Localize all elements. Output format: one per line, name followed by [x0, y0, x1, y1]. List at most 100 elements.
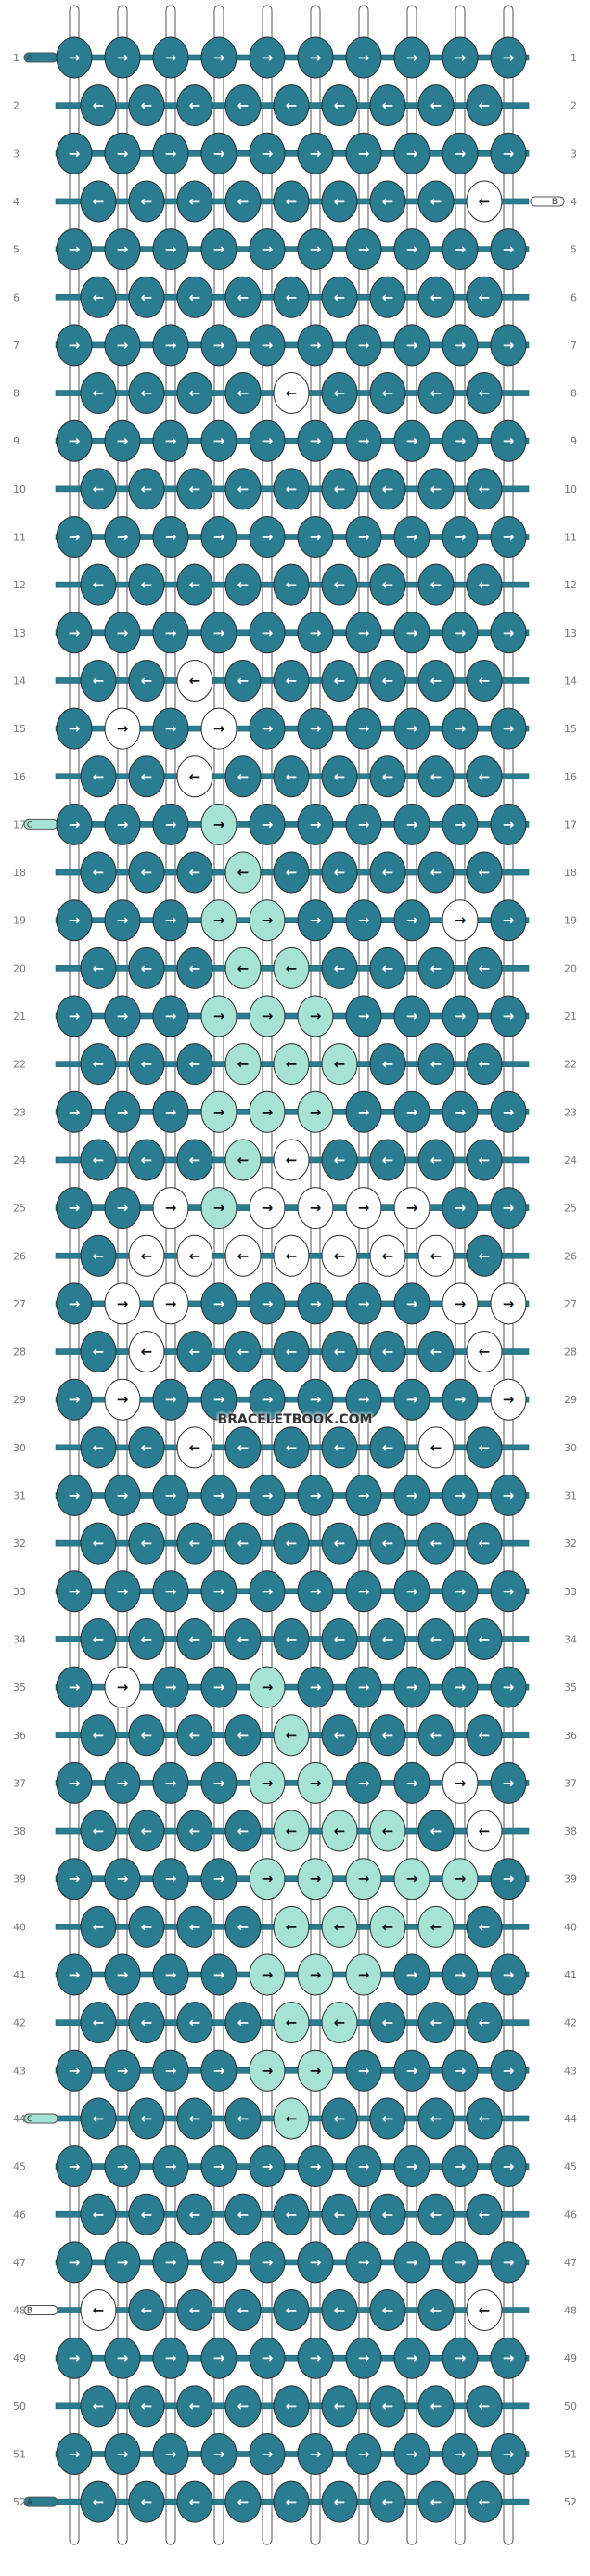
knot-shape: [176, 2002, 213, 2044]
row-number-right: 15: [564, 723, 577, 735]
arrow-left-icon: ←: [189, 2206, 201, 2222]
arrow-left-icon: ←: [189, 1918, 201, 1935]
knot-shape: [345, 995, 382, 1037]
knot-shape: [104, 1761, 141, 1804]
knot: ←: [176, 2193, 213, 2235]
arrow-left-icon: ←: [286, 576, 298, 593]
knot: →: [490, 2337, 527, 2379]
arrow-left-icon: ←: [479, 1823, 491, 1839]
arrow-right-icon: →: [69, 1295, 81, 1312]
knot: ←: [176, 372, 213, 415]
arrow-right-icon: →: [406, 816, 418, 832]
arrow-left-icon: ←: [237, 2398, 250, 2415]
row-connector: [55, 725, 530, 732]
knot: →: [442, 803, 479, 845]
arrow-right-icon: →: [213, 1871, 225, 1887]
knot: →: [200, 2049, 237, 2092]
knot: ←: [417, 372, 455, 415]
knot-shape: [80, 1617, 117, 1660]
arrow-left-icon: ←: [286, 1056, 298, 1073]
knot: ←: [466, 2385, 503, 2428]
knot-shape: [297, 2337, 334, 2379]
knot-shape: [393, 1090, 430, 1133]
arrow-right-icon: →: [358, 1200, 370, 1217]
strand-letter: C: [27, 820, 32, 830]
knot-shape: [345, 899, 382, 942]
strand-letter: A: [27, 2498, 33, 2507]
row-number-left: 46: [13, 2209, 26, 2221]
knot-shape: [393, 803, 430, 845]
knot: →: [152, 324, 189, 367]
knot-shape: [490, 132, 527, 174]
knot-shape: [200, 2337, 237, 2379]
knot: ←: [417, 851, 455, 894]
knot: →: [249, 1378, 286, 1421]
knot-shape: [417, 1234, 455, 1277]
knot-shape: [56, 707, 93, 750]
arrow-right-icon: →: [117, 337, 129, 354]
knot: →: [297, 132, 334, 174]
knot-shape: [249, 324, 286, 367]
arrow-right-icon: →: [455, 49, 467, 66]
arrow-left-icon: ←: [479, 2398, 491, 2415]
knot: →: [490, 132, 527, 174]
knot-shape: [224, 2480, 262, 2523]
arrow-left-icon: ←: [479, 1727, 491, 1744]
knot-shape: [417, 851, 455, 894]
arrow-right-icon: →: [503, 49, 515, 66]
knot: ←: [369, 468, 406, 510]
knot: ←: [321, 1522, 358, 1565]
knot-shape: [224, 84, 262, 127]
row-number-right: 5: [571, 244, 577, 256]
knot: ←: [273, 1810, 310, 1852]
knot-shape: [104, 1858, 141, 1900]
knot: →: [490, 1570, 527, 1613]
arrow-right-icon: →: [310, 720, 322, 737]
row-number-left: 24: [13, 1154, 26, 1166]
knot: →: [442, 899, 479, 942]
knot: ←: [417, 1810, 455, 1852]
knot-shape: [249, 2145, 286, 2188]
arrow-right-icon: →: [262, 1008, 274, 1024]
knot-shape: [249, 132, 286, 174]
arrow-right-icon: →: [117, 1774, 129, 1791]
knot-shape: [369, 1426, 406, 1469]
arrow-left-icon: ←: [189, 2302, 201, 2319]
arrow-right-icon: →: [213, 816, 225, 832]
arrow-right-icon: →: [455, 1488, 467, 1504]
arrow-left-icon: ←: [237, 1439, 250, 1456]
arrow-right-icon: →: [117, 145, 129, 161]
arrow-left-icon: ←: [382, 2398, 394, 2415]
arrow-left-icon: ←: [286, 864, 298, 881]
knot-shape: [128, 2193, 165, 2235]
knot: →: [345, 1378, 382, 1421]
knot: ←: [466, 2289, 503, 2332]
knot: ←: [273, 1043, 310, 1086]
knot: ←: [417, 468, 455, 510]
knot-shape: [273, 1522, 310, 1565]
row-number-left: 22: [13, 1059, 26, 1071]
arrow-left-icon: ←: [189, 1727, 201, 1744]
row-number-left: 47: [13, 2257, 26, 2269]
knot-shape: [200, 1187, 237, 1230]
arrow-left-icon: ←: [237, 481, 250, 497]
knot-shape: [152, 324, 189, 367]
arrow-left-icon: ←: [141, 1152, 153, 1168]
knot-shape: [297, 419, 334, 462]
knot: →: [393, 1858, 430, 1900]
arrow-left-icon: ←: [382, 672, 394, 689]
knot: ←: [369, 947, 406, 989]
arrow-right-icon: →: [358, 49, 370, 66]
knot: →: [345, 1475, 382, 1516]
knot-shape: [273, 851, 310, 894]
knot-shape: [224, 947, 262, 989]
knot-shape: [200, 1761, 237, 1804]
knot: →: [345, 2049, 382, 2092]
knot: ←: [466, 1426, 503, 1469]
arrow-left-icon: ←: [93, 193, 105, 210]
row-number-right: 37: [564, 1777, 577, 1789]
knot-shape: [321, 180, 358, 223]
knot: →: [200, 707, 237, 750]
knot-shape: [297, 1090, 334, 1133]
arrow-left-icon: ←: [93, 1727, 105, 1744]
